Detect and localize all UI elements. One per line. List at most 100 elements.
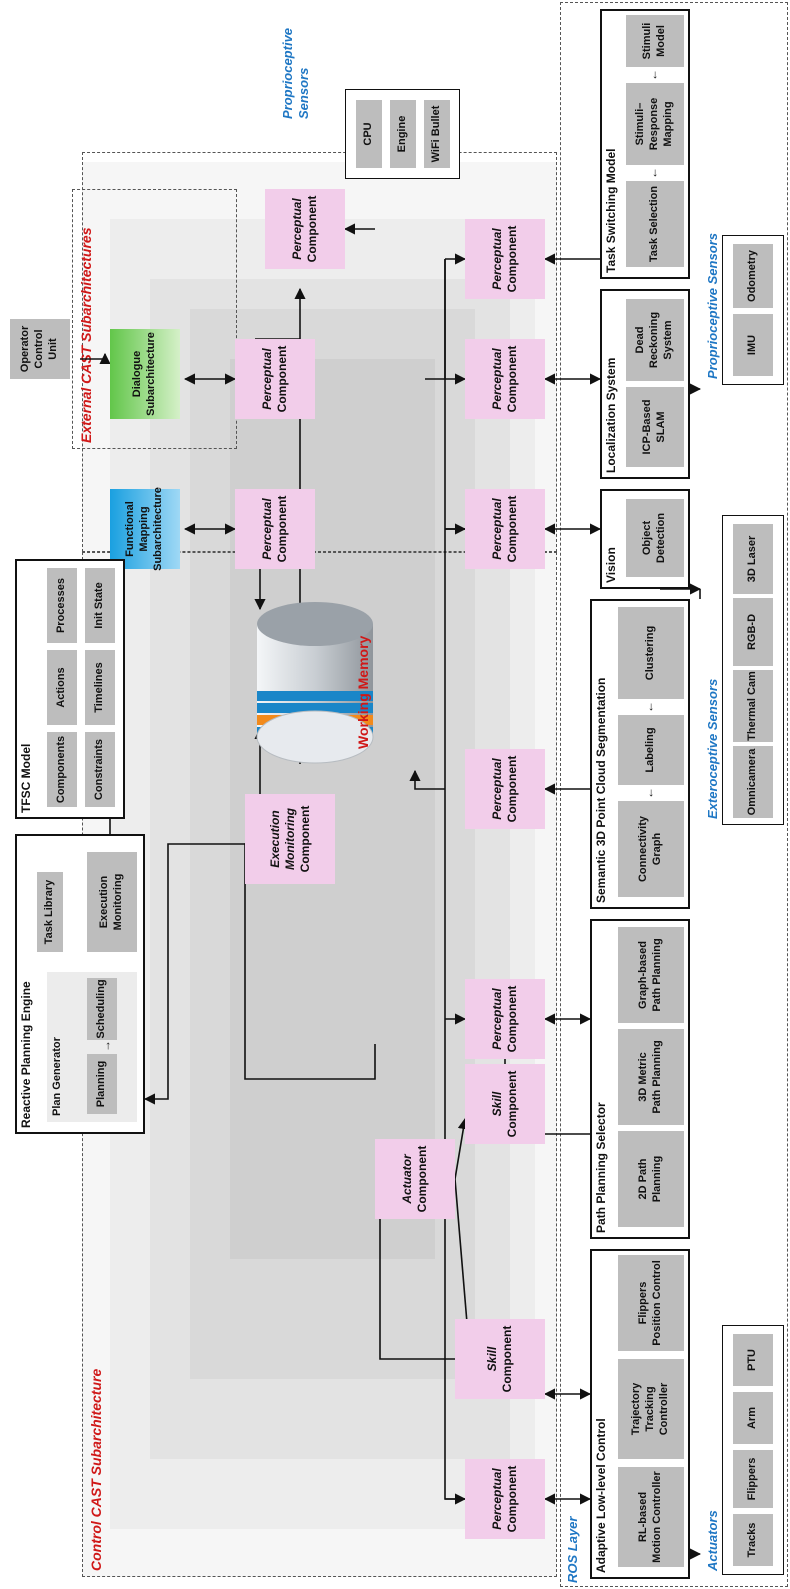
perceptual-component-segmentation-kind: Perceptual bbox=[490, 758, 504, 820]
perceptual-component-path-suffix: Component bbox=[505, 985, 519, 1053]
tfsc-components: Components bbox=[47, 732, 77, 807]
exteroceptive-sensors-title: Exteroceptive Sensors bbox=[705, 678, 720, 819]
perceptual-component-localization-suffix: Component bbox=[505, 345, 519, 413]
functional-mapping-subarchitecture: Functional Mapping Subarchitecture bbox=[110, 487, 180, 571]
execution-monitoring-box: Execution Monitoring bbox=[87, 852, 137, 952]
skill-component-low-level-kind: Skill bbox=[485, 1346, 499, 1372]
perceptual-component-segmentation-suffix: Component bbox=[505, 755, 519, 823]
arrow-left-icon-3: ← bbox=[646, 167, 660, 179]
perceptual-component-dialogue-kind: Perceptual bbox=[260, 348, 274, 410]
imu-box: IMU bbox=[733, 314, 773, 376]
icp-slam: ICP-Based SLAM bbox=[626, 387, 684, 467]
cylinder-body bbox=[256, 602, 374, 764]
perceptual-component-proprioceptive-suffix: Component bbox=[305, 195, 319, 263]
proprioceptive-bottom-title: Proprioceptive Sensors bbox=[705, 233, 720, 379]
operator-control-unit: Operator Control Unit bbox=[10, 319, 70, 379]
arrow-right-icon: → bbox=[99, 1040, 113, 1052]
exteroceptive-sensors-panel: Omnicamera Thermal Cam RGB-D 3D Laser bbox=[722, 515, 784, 825]
path-planning-selector: Path Planning Selector 2D Path Planning … bbox=[590, 919, 690, 1239]
flippers-position-control: Flippers Position Control bbox=[618, 1255, 684, 1351]
skill-component-path-suffix: Component bbox=[505, 1070, 519, 1138]
path-planning-2d: 2D Path Planning bbox=[618, 1131, 684, 1227]
path-planning-title: Path Planning Selector bbox=[594, 1102, 608, 1233]
arrow-left-icon-4: ← bbox=[646, 69, 660, 81]
task-library-box: Task Library bbox=[37, 872, 63, 952]
perceptual-component-vision-kind: Perceptual bbox=[490, 498, 504, 560]
perceptual-component-functional-mapping-kind: Perceptual bbox=[260, 498, 274, 560]
task-switching-model: Task Switching Model Task Selection ← St… bbox=[600, 9, 690, 279]
task-selection: Task Selection bbox=[626, 181, 684, 267]
proprioceptive-bottom-panel: IMU Odometry bbox=[722, 235, 784, 385]
stimuli-model: Stimuli Model bbox=[626, 15, 684, 67]
reactive-planning-engine-title: Reactive Planning Engine bbox=[19, 981, 33, 1128]
plan-generator-label: Plan Generator bbox=[51, 1037, 63, 1116]
wifi-bullet-box: WiFi Bullet bbox=[424, 100, 450, 168]
wm-band-blue-2 bbox=[257, 703, 373, 713]
tfsc-processes: Processes bbox=[47, 568, 77, 643]
semantic-3d-point-cloud-segmentation: Semantic 3D Point Cloud Segmentation Con… bbox=[590, 599, 690, 909]
3d-laser-box: 3D Laser bbox=[733, 524, 773, 594]
object-detection: Object Detection bbox=[626, 499, 684, 577]
ptu-box: PTU bbox=[733, 1334, 773, 1386]
dead-reckoning-system: Dead Reckoning System bbox=[626, 299, 684, 381]
adaptive-title: Adaptive Low-level Control bbox=[594, 1418, 608, 1573]
proprioceptive-top-title: Proprioceptive Sensors bbox=[280, 27, 311, 119]
proprioceptive-top-panel: CPU Engine WiFi Bullet bbox=[345, 89, 460, 179]
flippers-box: Flippers bbox=[733, 1450, 773, 1508]
perceptual-component-task-switching-kind: Perceptual bbox=[490, 228, 504, 290]
plan-generator: Plan Generator Planning → Scheduling bbox=[47, 972, 137, 1122]
perceptual-component-localization-kind: Perceptual bbox=[490, 348, 504, 410]
perceptual-component-path-kind: Perceptual bbox=[490, 988, 504, 1050]
localization-title: Localization System bbox=[604, 357, 618, 473]
perceptual-component-functional-mapping-suffix: Component bbox=[275, 495, 289, 563]
actuators-title: Actuators bbox=[705, 1510, 720, 1571]
rl-motion-controller: RL-based Motion Controller bbox=[618, 1467, 684, 1567]
path-planning-graph-based: Graph-based Path Planning bbox=[618, 927, 684, 1023]
localization-system: Localization System ICP-Based SLAM Dead … bbox=[600, 289, 690, 479]
tfsc-constraints: Constraints bbox=[85, 732, 115, 807]
bus-main bbox=[444, 259, 465, 1500]
tfsc-actions: Actions bbox=[47, 650, 77, 725]
actuators-panel: Tracks Flippers Arm PTU bbox=[722, 1325, 784, 1575]
planning-box: Planning bbox=[87, 1054, 117, 1114]
connectivity-graph: Connectivity Graph bbox=[618, 801, 684, 897]
thermal-cam-box: Thermal Cam bbox=[733, 670, 773, 742]
adaptive-low-level-control: Adaptive Low-level Control RL-based Moti… bbox=[590, 1249, 690, 1579]
perceptual-component-proprioceptive-kind: Perceptual bbox=[290, 198, 304, 260]
tfsc-model: TFSC Model Components Actions Processes … bbox=[15, 559, 125, 819]
perceptual-component-adaptive-suffix: Component bbox=[505, 1465, 519, 1533]
working-memory-label: Working Memory bbox=[355, 635, 371, 749]
arrow-left-icon-2: ← bbox=[642, 701, 656, 713]
tfsc-model-title: TFSC Model bbox=[19, 743, 33, 813]
clustering: Clustering bbox=[618, 607, 684, 699]
stimuli-response-mapping: Stimuli– Response Mapping bbox=[626, 83, 684, 165]
perceptual-component-adaptive-kind: Perceptual bbox=[490, 1468, 504, 1530]
execution-monitoring-component-suffix: Component bbox=[297, 805, 312, 873]
segmentation-title: Semantic 3D Point Cloud Segmentation bbox=[594, 677, 608, 903]
arm-box: Arm bbox=[733, 1392, 773, 1444]
omnicamera-box: Omnicamera bbox=[733, 746, 773, 818]
vision-title: Vision bbox=[604, 547, 618, 583]
path-planning-3d-metric: 3D Metric Path Planning bbox=[618, 1029, 684, 1125]
skill-component-low-level-suffix: Component bbox=[500, 1325, 514, 1393]
engine-box: Engine bbox=[390, 100, 416, 168]
perceptual-component-task-switching-suffix: Component bbox=[505, 225, 519, 293]
execution-monitoring-component-kind: Execution Monitoring bbox=[267, 808, 297, 870]
actuator-component-kind: Actuator bbox=[400, 1154, 414, 1204]
labeling: Labeling bbox=[618, 715, 684, 785]
execution-monitoring-component: Execution Monitoring Component bbox=[245, 794, 335, 884]
dialogue-subarchitecture: Dialogue Subarchitecture bbox=[110, 329, 180, 419]
tracks-box: Tracks bbox=[733, 1514, 773, 1566]
